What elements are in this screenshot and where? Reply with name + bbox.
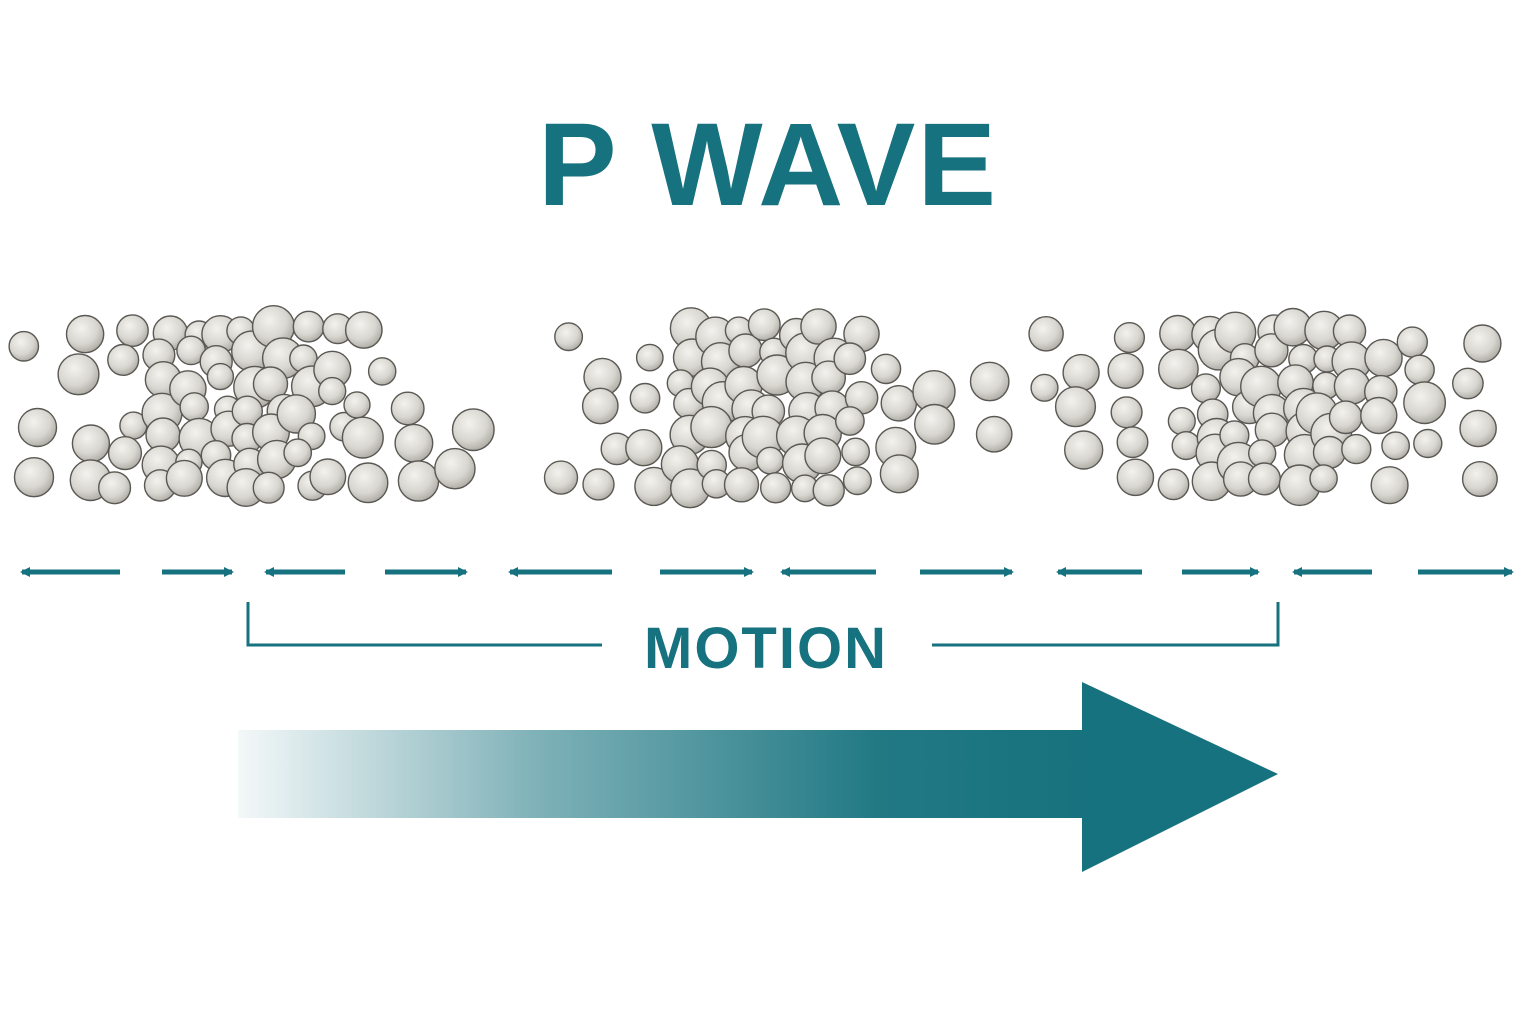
rock-particle xyxy=(635,343,664,372)
rock-particle xyxy=(107,343,140,376)
rock-particle xyxy=(880,384,918,422)
rock-particle xyxy=(1028,315,1064,352)
rock-particle xyxy=(1309,464,1338,493)
rock-particle xyxy=(1190,373,1221,404)
propagation-arrow-shaft xyxy=(238,730,1088,818)
rock-particle xyxy=(723,467,760,503)
rock-particle xyxy=(1159,314,1197,353)
rock-particle xyxy=(804,437,842,475)
rock-particle xyxy=(690,405,733,449)
motion-label: MOTION xyxy=(644,616,888,681)
rock-particle xyxy=(97,471,132,505)
rock-particle xyxy=(1116,458,1155,497)
rock-particle xyxy=(367,357,397,386)
rock-particle xyxy=(554,322,584,352)
rock-particle xyxy=(1452,367,1484,400)
rock-particle xyxy=(13,457,55,498)
rock-particle xyxy=(582,468,615,501)
rock-particle xyxy=(1364,338,1403,378)
rock-particle xyxy=(914,403,956,445)
rock-particle xyxy=(625,429,663,467)
rock-particle xyxy=(760,472,792,504)
rock-particle xyxy=(870,353,902,385)
rock-particle xyxy=(1370,466,1409,505)
rock-particle xyxy=(318,376,347,406)
rock-particle xyxy=(1341,433,1372,465)
rock-particle xyxy=(434,447,476,490)
rock-particle xyxy=(1404,354,1435,386)
rock-particle xyxy=(969,361,1010,402)
page-title: P WAVE xyxy=(537,99,999,231)
rock-particle xyxy=(1030,373,1059,402)
rock-particle xyxy=(206,362,235,391)
rock-particle xyxy=(1157,468,1190,501)
rock-particle xyxy=(341,416,384,459)
rock-particle xyxy=(390,391,425,426)
rock-particle xyxy=(394,423,434,463)
rock-particle xyxy=(1328,400,1363,435)
rock-particle xyxy=(1110,396,1143,429)
rock-particle xyxy=(165,459,203,497)
rock-particle xyxy=(1254,333,1289,368)
rock-particle xyxy=(1461,461,1498,498)
rock-particle xyxy=(1062,353,1100,392)
rock-particle xyxy=(1360,396,1398,435)
rock-particle xyxy=(1403,381,1447,425)
rock-particle xyxy=(343,391,371,419)
propagation-arrow xyxy=(238,682,1278,872)
rock-particle xyxy=(1054,386,1097,428)
rock-particle xyxy=(1063,430,1104,470)
rock-particle xyxy=(1312,435,1346,469)
rock-particle xyxy=(835,406,865,436)
rock-particle xyxy=(179,392,209,422)
rock-particle xyxy=(1463,324,1502,363)
rock-particle xyxy=(292,310,325,343)
rock-particle xyxy=(1247,462,1281,496)
rock-particle xyxy=(116,314,149,347)
large-right-arrow-icon xyxy=(1082,682,1278,872)
rock-particle xyxy=(344,311,383,349)
rock-particle xyxy=(1333,367,1371,405)
rock-particle xyxy=(283,438,313,468)
rock-particle xyxy=(57,353,100,396)
rock-particle xyxy=(756,446,785,475)
rock-particle xyxy=(1158,348,1199,390)
rock-particle xyxy=(1459,409,1497,448)
rock-particle xyxy=(879,454,919,494)
rock-particle xyxy=(1381,431,1411,461)
rock-particle xyxy=(65,314,105,354)
rock-particle xyxy=(1113,322,1145,354)
rock-particle xyxy=(107,436,143,471)
rock-particle xyxy=(1413,428,1443,459)
rock-particle xyxy=(8,330,40,362)
rock-particle xyxy=(800,308,837,345)
rock-particle xyxy=(581,387,619,425)
bracket-right-line xyxy=(932,602,1280,647)
rock-particle xyxy=(842,466,872,496)
rock-particle xyxy=(833,342,867,376)
rock-particle-band xyxy=(8,305,1502,509)
rock-particle xyxy=(17,407,58,448)
rock-particle xyxy=(347,462,389,504)
rock-particle xyxy=(252,471,285,504)
rock-particle xyxy=(1107,352,1144,389)
rock-particle xyxy=(309,458,347,496)
rock-particle xyxy=(1116,426,1149,459)
bracket-left-line xyxy=(246,602,602,647)
rock-particle xyxy=(975,415,1013,453)
rock-particle xyxy=(543,460,579,495)
rock-particle xyxy=(747,308,781,342)
rock-particle xyxy=(841,437,870,467)
rock-particle xyxy=(397,460,440,502)
rock-particle xyxy=(812,474,845,507)
rock-particle xyxy=(1167,407,1196,436)
rock-particle xyxy=(451,408,495,452)
rock-particle xyxy=(1396,326,1429,358)
motion-bracket: MOTION xyxy=(246,602,1280,681)
rock-particle xyxy=(629,382,661,414)
rock-particle xyxy=(71,424,111,463)
